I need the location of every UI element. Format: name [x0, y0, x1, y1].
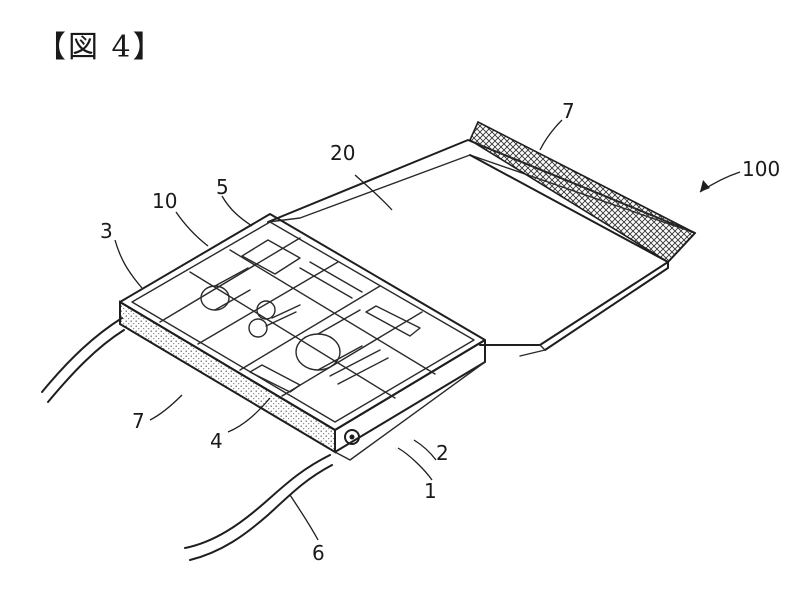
ref-10: 10	[152, 189, 177, 213]
strap-lower	[184, 454, 333, 561]
ref-6: 6	[312, 541, 325, 565]
fastener-strip-top	[468, 120, 697, 264]
ref-4: 4	[210, 429, 223, 453]
ref-2: 2	[436, 441, 449, 465]
ref-1: 1	[424, 479, 437, 503]
leader-lines	[114, 119, 741, 541]
ref-7-top: 7	[562, 99, 575, 123]
cover-lid	[267, 139, 696, 357]
ref-20: 20	[330, 141, 355, 165]
ref-5: 5	[216, 175, 229, 199]
compartments	[159, 237, 436, 399]
figure-title: 【図 4】	[36, 30, 165, 65]
ref-3: 3	[100, 219, 113, 243]
strap-upper	[41, 317, 125, 403]
ref-100: 100	[742, 157, 780, 181]
arrow-100-icon	[700, 180, 710, 192]
case-body	[119, 213, 486, 461]
ref-7-bottom: 7	[132, 409, 145, 433]
